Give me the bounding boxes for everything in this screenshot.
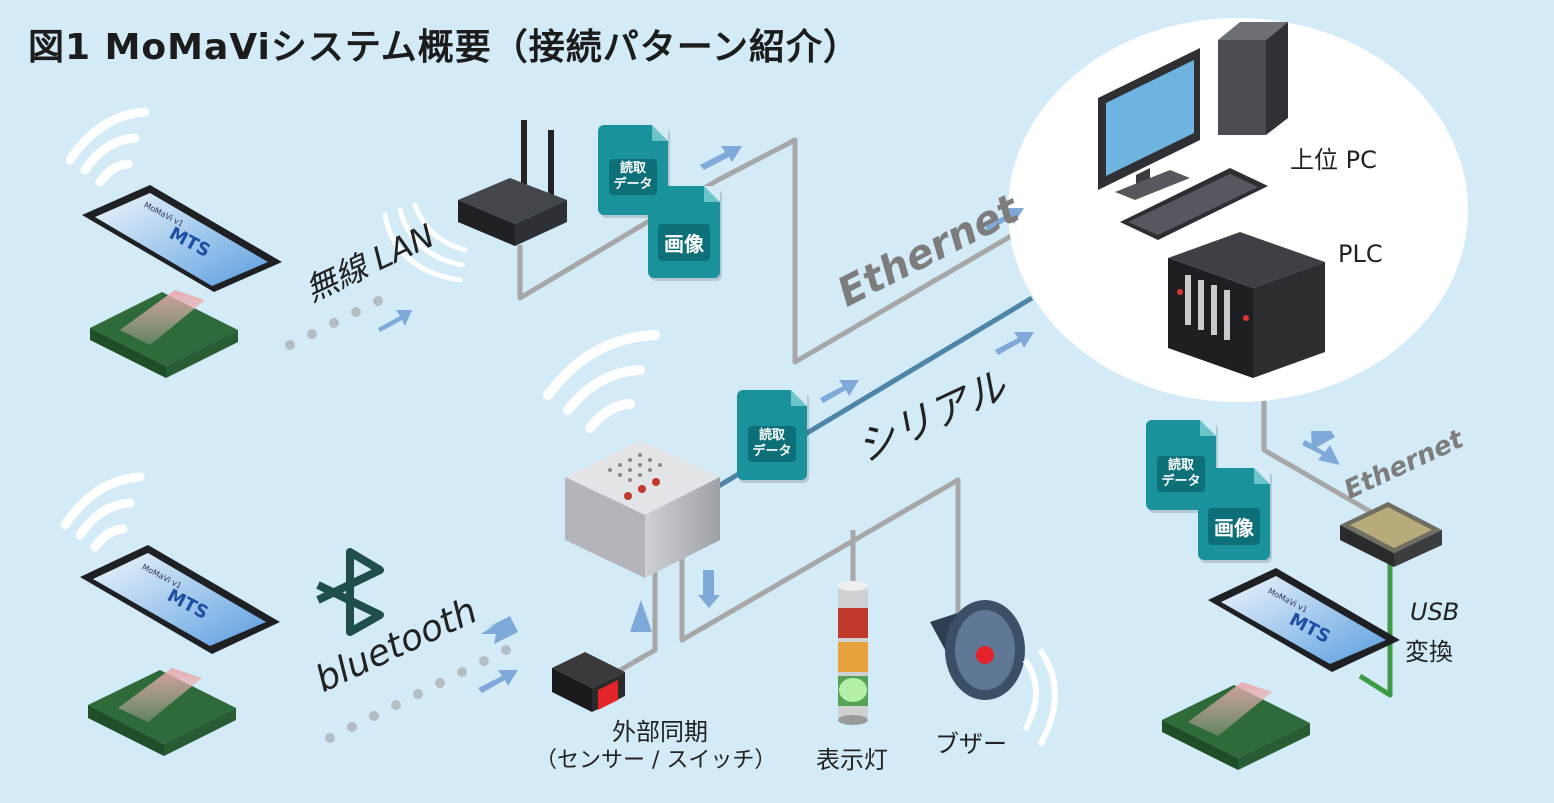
diagram-title: 図1 MoMaViシステム概要（接続パターン紹介） — [28, 27, 860, 68]
indicator-lamp-icon — [838, 581, 868, 725]
io-link — [679, 477, 961, 643]
sensor-link — [608, 568, 658, 679]
usb-converter-icon — [1340, 502, 1442, 567]
wireless-router-icon — [458, 120, 567, 246]
read-data-doc-1: 読取 データ — [598, 125, 668, 215]
wireless-lan-link — [517, 137, 1032, 365]
sensor-switch-icon — [552, 652, 625, 712]
bluetooth-icon — [316, 548, 384, 636]
plc-label: PLC — [1338, 240, 1383, 268]
image-doc-1-label: 画像 — [658, 224, 710, 261]
read-data-doc-2-line2: データ — [752, 444, 792, 459]
indicator-lamp-label: 表示灯 — [816, 746, 888, 774]
read-data-doc-1-line2: データ — [613, 177, 653, 192]
handheld-terminal-1 — [82, 185, 282, 378]
plc-icon — [1168, 232, 1325, 378]
buzzer-label: ブザー — [935, 730, 1007, 758]
handheld-terminal-3 — [1162, 568, 1400, 770]
wifi-signal-icons — [60, 107, 660, 552]
handheld-terminal-2 — [80, 545, 280, 756]
usb-label: USB — [1410, 598, 1460, 626]
usb-conversion-label: 変換 — [1405, 638, 1453, 666]
external-sync-sub-label: （センサー / スイッチ） — [535, 748, 777, 773]
external-sync-label: 外部同期 — [612, 718, 708, 746]
buzzer-icon — [930, 600, 1058, 747]
host-pc-icon — [1098, 22, 1288, 240]
wireless-dots — [285, 296, 511, 743]
read-data-doc-2-line1: 読取 — [758, 428, 785, 443]
read-data-doc-2: 読取 データ — [737, 390, 807, 480]
image-doc-1: 画像 — [648, 186, 720, 278]
usb-link — [1358, 560, 1393, 698]
serial-converter-icon — [565, 217, 720, 578]
host-pc-label: 上位 PC — [1290, 146, 1377, 174]
ethernet-right-link — [1261, 395, 1387, 523]
read-data-doc-3-line1: 読取 — [1167, 458, 1194, 473]
flow-arrows — [378, 146, 1340, 693]
image-doc-2: 画像 — [1198, 468, 1270, 560]
image-doc-2-label: 画像 — [1208, 508, 1260, 545]
read-data-doc-3-line2: データ — [1161, 474, 1201, 489]
read-data-doc-1-line1: 読取 — [619, 161, 646, 176]
